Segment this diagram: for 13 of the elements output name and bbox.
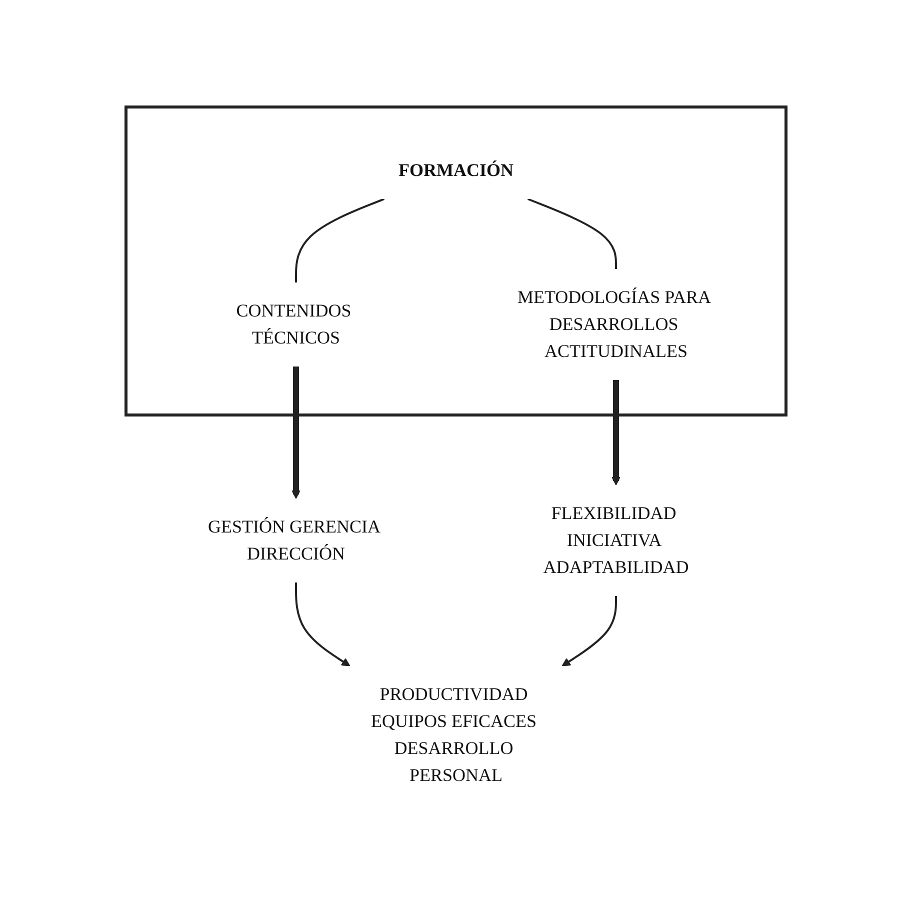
arrow: [295, 582, 350, 666]
arrow: [292, 366, 300, 499]
node-text: FORMACIÓN: [398, 160, 514, 180]
node-text: GESTIÓN GERENCIA DIRECCIÓN: [208, 516, 380, 564]
node-text: METODOLOGÍAS PARA DESARROLLOS ACTITUDINALES: [517, 287, 710, 361]
arrow: [612, 380, 620, 486]
cluster: [124, 106, 788, 416]
node-text: PRODUCTIVIDAD EQUIPOS EFICACES DESARROLLO PERSONAL: [370, 684, 537, 785]
connector: [295, 198, 385, 282]
connector: [527, 198, 617, 269]
node-text: FLEXIBILIDAD INICIATIVA ADAPTABILIDAD: [543, 503, 689, 577]
node-text: CONTENIDOS TÉCNICOS: [236, 300, 352, 348]
arrow: [562, 596, 617, 666]
